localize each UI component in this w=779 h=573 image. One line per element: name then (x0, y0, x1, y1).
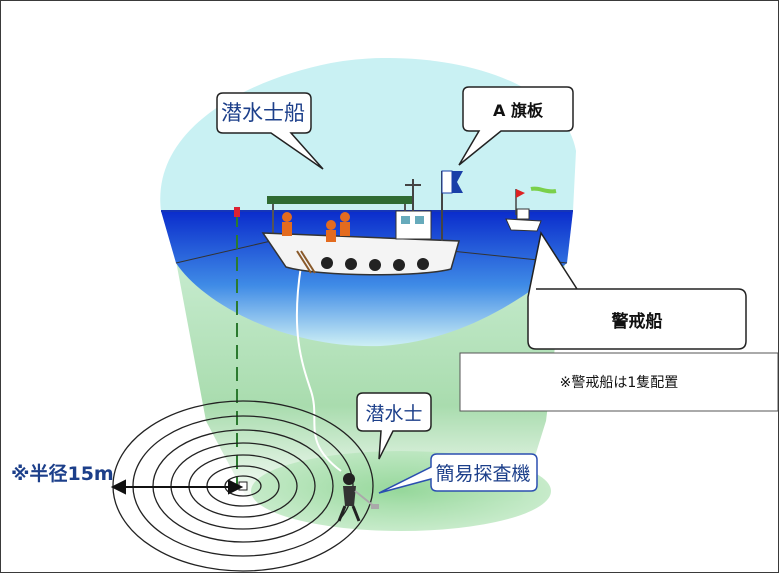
a-flag-illustration (441, 170, 463, 241)
callout-diver-boat (216, 92, 324, 170)
label-radius: ※半径15m (11, 462, 114, 485)
diver-illustration (337, 473, 379, 522)
label-diver-boat: 潜水士船 (221, 101, 305, 125)
label-guard-boat: 警戒船 (611, 311, 663, 332)
buoy-marker (234, 207, 240, 217)
callout-a-flag (458, 86, 574, 166)
anchor-line-left (175, 240, 272, 264)
guard-boat-illustration (505, 186, 557, 232)
label-a-flag: A 旗板 (493, 101, 543, 120)
label-guard-note: ※警戒船は1隻配置 (559, 375, 679, 391)
callout-detector (378, 453, 538, 494)
sky-area (160, 57, 576, 211)
diver-boat-illustration (261, 179, 460, 276)
label-diver: 潜水士 (365, 402, 423, 425)
label-simple-detector: 簡易探査機 (435, 462, 531, 485)
radius-arrow (110, 479, 244, 495)
callout-diver (356, 392, 432, 460)
guard-note-box (459, 352, 778, 412)
sea-surface (161, 211, 573, 347)
diver-hose (295, 265, 342, 472)
callout-guard-boat (527, 231, 747, 350)
